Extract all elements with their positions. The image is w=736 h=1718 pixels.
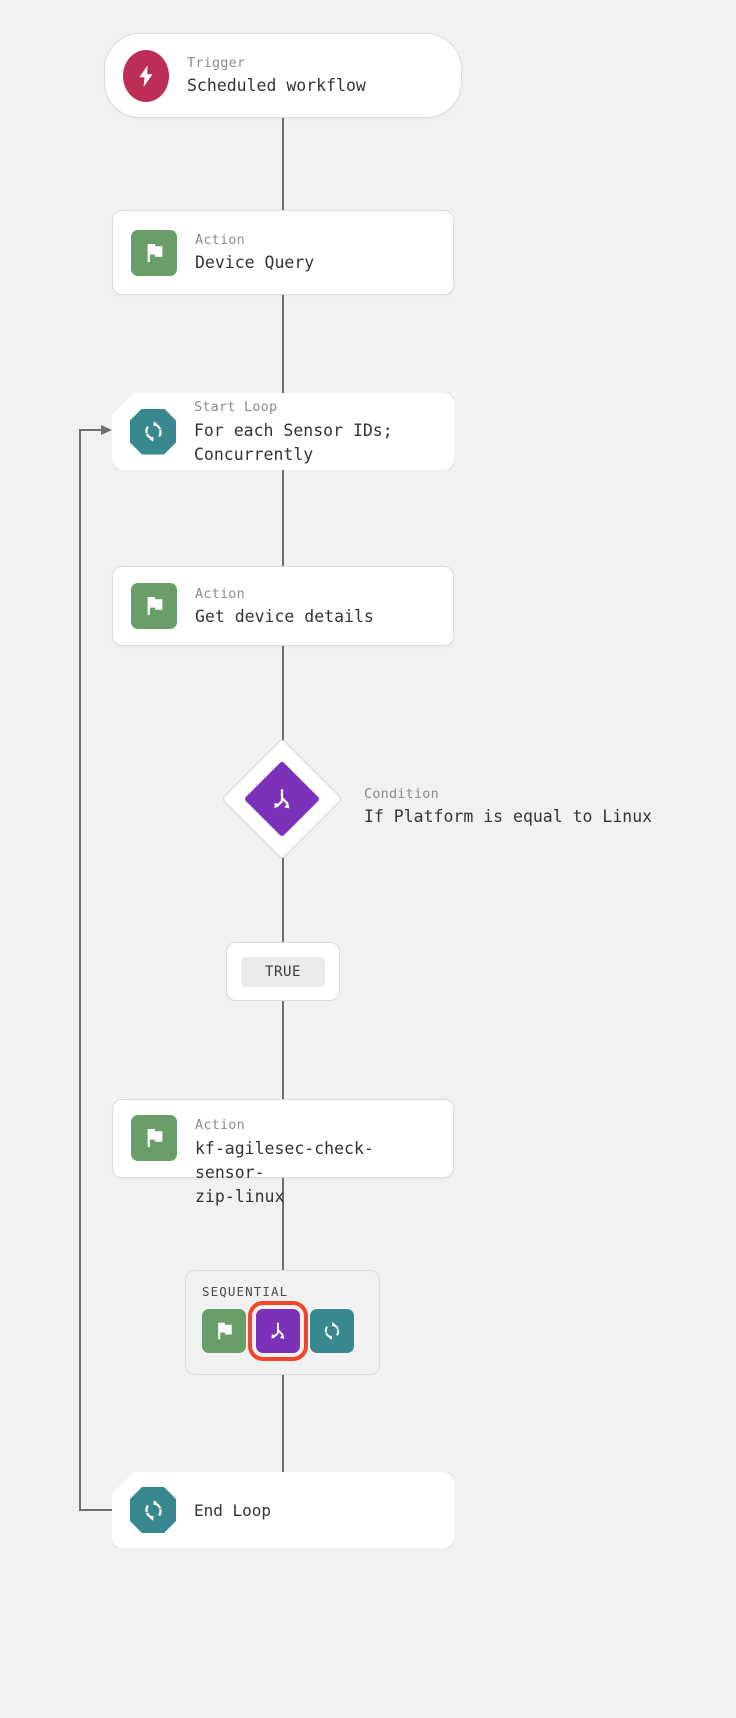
node-condition[interactable] bbox=[221, 738, 343, 860]
connector-trigger-to-device-query bbox=[282, 118, 284, 210]
start-loop-icon-slot bbox=[130, 408, 176, 455]
sequential-chip-list bbox=[202, 1301, 363, 1361]
trigger-texts: Trigger Scheduled workflow bbox=[187, 53, 366, 98]
condition-kicker: Condition bbox=[364, 785, 439, 802]
action-device-query-texts: Action Device Query bbox=[195, 230, 314, 275]
trigger-kicker: Trigger bbox=[187, 55, 246, 71]
start-loop-texts: Start Loop For each Sensor IDs; Concurre… bbox=[194, 397, 393, 467]
action-kicker: Action bbox=[195, 1117, 245, 1133]
connector-get-details-to-condition bbox=[282, 646, 284, 758]
connector-device-query-to-start-loop bbox=[282, 295, 284, 393]
condition-label-group: Condition If Platform is equal to Linux bbox=[364, 778, 664, 834]
action-check-sensor-texts: Action kf-agilesec-check-sensor- zip-lin… bbox=[195, 1115, 435, 1209]
node-action-check-sensor[interactable]: Action kf-agilesec-check-sensor- zip-lin… bbox=[112, 1099, 454, 1206]
end-loop-icon-slot bbox=[130, 1487, 176, 1533]
connector-true-to-check-sensor bbox=[282, 1001, 284, 1099]
condition-chip[interactable] bbox=[248, 1301, 308, 1361]
condition-title: If Platform is equal to Linux bbox=[364, 806, 653, 826]
flag-icon bbox=[131, 583, 177, 629]
action-chip[interactable] bbox=[202, 1309, 246, 1353]
branch-condition-icon bbox=[243, 760, 321, 838]
sequential-label: SEQUENTIAL bbox=[202, 1284, 289, 1299]
start-loop-title: For each Sensor IDs; Concurrently bbox=[194, 420, 393, 464]
action-icon-slot bbox=[131, 1115, 177, 1161]
connector-condition-to-true bbox=[282, 840, 284, 942]
action-title: Get device details bbox=[195, 606, 374, 626]
loop-refresh-icon bbox=[130, 408, 176, 455]
action-kicker: Action bbox=[195, 232, 245, 248]
start-loop-kicker: Start Loop bbox=[194, 398, 278, 415]
end-loop-texts: End Loop bbox=[194, 1498, 271, 1523]
trigger-icon-slot bbox=[123, 49, 169, 102]
node-trigger[interactable]: Trigger Scheduled workflow bbox=[104, 33, 462, 118]
action-title: kf-agilesec-check-sensor- zip-linux bbox=[195, 1139, 374, 1206]
action-kicker: Action bbox=[195, 585, 245, 602]
flag-icon bbox=[131, 229, 177, 276]
connector-sequential-to-end-loop bbox=[282, 1375, 284, 1472]
end-loop-title: End Loop bbox=[194, 1500, 272, 1520]
action-icon-slot bbox=[131, 583, 177, 629]
node-end-loop[interactable]: End Loop bbox=[112, 1472, 454, 1548]
action-title: Device Query bbox=[195, 253, 315, 272]
status-badge: TRUE bbox=[240, 956, 326, 987]
lightning-bolt-icon bbox=[123, 49, 169, 102]
connector-check-sensor-to-sequential bbox=[282, 1178, 284, 1270]
action-get-device-details-texts: Action Get device details bbox=[195, 584, 374, 629]
flag-icon bbox=[131, 1115, 177, 1161]
node-action-get-device-details[interactable]: Action Get device details bbox=[112, 566, 454, 646]
true-branch-card[interactable]: TRUE bbox=[226, 942, 340, 1001]
connector-start-loop-to-get-details bbox=[282, 470, 284, 570]
trigger-title: Scheduled workflow bbox=[187, 76, 366, 95]
sequential-group[interactable]: SEQUENTIAL bbox=[185, 1270, 380, 1375]
action-icon-slot bbox=[131, 229, 177, 276]
loop-chip[interactable] bbox=[310, 1309, 354, 1353]
node-start-loop[interactable]: Start Loop For each Sensor IDs; Concurre… bbox=[112, 393, 454, 470]
loop-refresh-icon bbox=[130, 1487, 176, 1533]
node-action-device-query[interactable]: Action Device Query bbox=[112, 210, 454, 295]
